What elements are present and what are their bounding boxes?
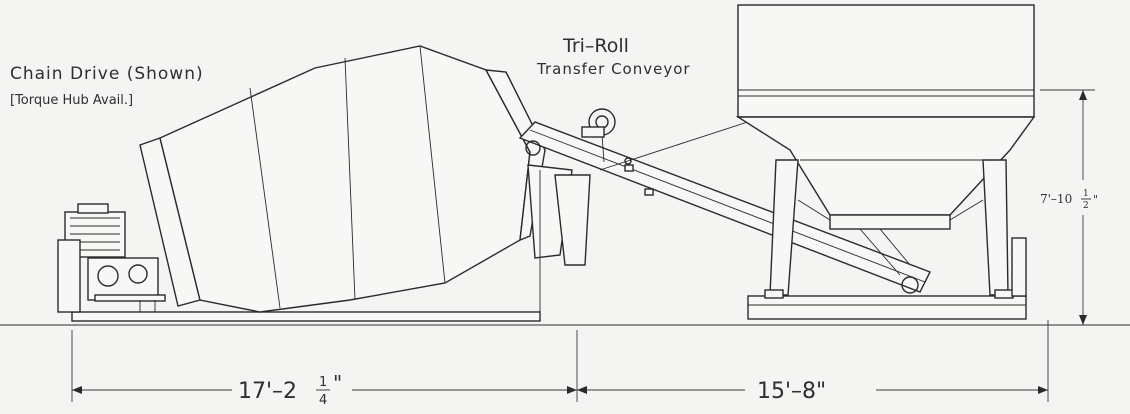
height-close: " xyxy=(1093,193,1098,206)
mixer-length-dimension: 17'–2 xyxy=(238,379,297,404)
mixer-length-close: " xyxy=(333,371,342,395)
mixer-drum xyxy=(159,45,531,313)
tie-rod xyxy=(599,117,761,171)
height-fraction-num: 1 xyxy=(1083,189,1089,199)
bin-length-dimension: 15'–8" xyxy=(757,379,826,404)
mixer-length-fraction-num: 1 xyxy=(319,375,327,390)
bin-gate xyxy=(829,214,951,230)
dimension-vertical xyxy=(1040,89,1095,325)
mixer-skid xyxy=(71,311,541,322)
bin-leg-right xyxy=(982,159,1009,296)
gearbox xyxy=(57,239,81,313)
bin-skid xyxy=(747,295,1027,320)
height-fraction-den: 2 xyxy=(1083,201,1089,211)
mixer-assembly xyxy=(57,45,591,322)
aggregate-bin xyxy=(735,4,1036,320)
dimension-horizontal xyxy=(71,320,1049,402)
bin-leg-left xyxy=(769,159,799,296)
conveyor-title: Tri–Roll xyxy=(562,35,629,57)
conveyor-subtitle: Transfer Conveyor xyxy=(536,60,691,78)
chain-drive-label: Chain Drive (Shown) xyxy=(10,64,204,84)
head-pulley xyxy=(525,140,541,156)
mixer-length-fraction-den: 4 xyxy=(319,393,327,408)
bin-top xyxy=(737,4,1035,118)
height-dimension: 7'–10 xyxy=(1040,192,1072,206)
tail-pulley xyxy=(901,276,919,294)
torque-hub-label: [Torque Hub Avail.] xyxy=(10,93,133,108)
